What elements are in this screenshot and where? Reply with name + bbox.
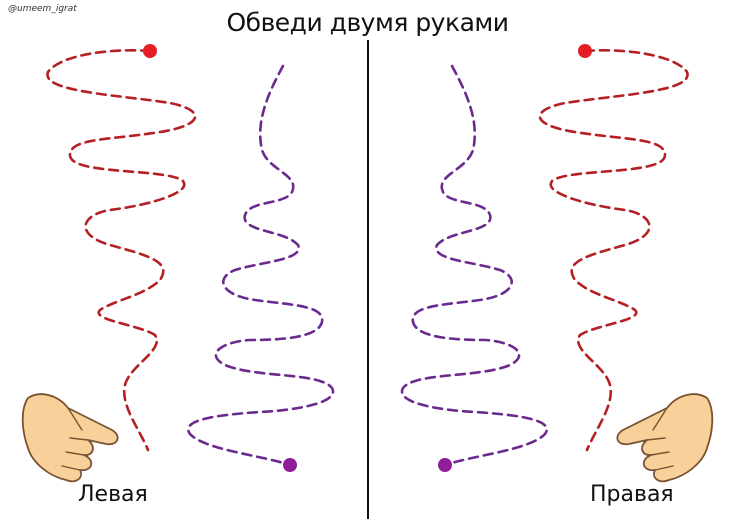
left-hand-label: Левая bbox=[78, 482, 148, 507]
right-hand-icon bbox=[616, 393, 714, 483]
right-purple-end-dot bbox=[438, 458, 452, 472]
watermark: @umeem_igrat bbox=[8, 4, 77, 14]
page-title: Обведи двумя руками bbox=[226, 8, 509, 37]
right-hand-label: Правая bbox=[590, 482, 674, 507]
left-red-start-dot bbox=[143, 44, 157, 58]
left-purple-trace-path bbox=[187, 64, 335, 467]
left-red-trace-path bbox=[46, 49, 197, 452]
left-purple-end-dot bbox=[283, 458, 297, 472]
right-purple-trace-path bbox=[400, 64, 548, 467]
left-hand-icon bbox=[21, 393, 119, 483]
right-red-start-dot bbox=[578, 44, 592, 58]
right-red-trace-path bbox=[538, 49, 689, 452]
